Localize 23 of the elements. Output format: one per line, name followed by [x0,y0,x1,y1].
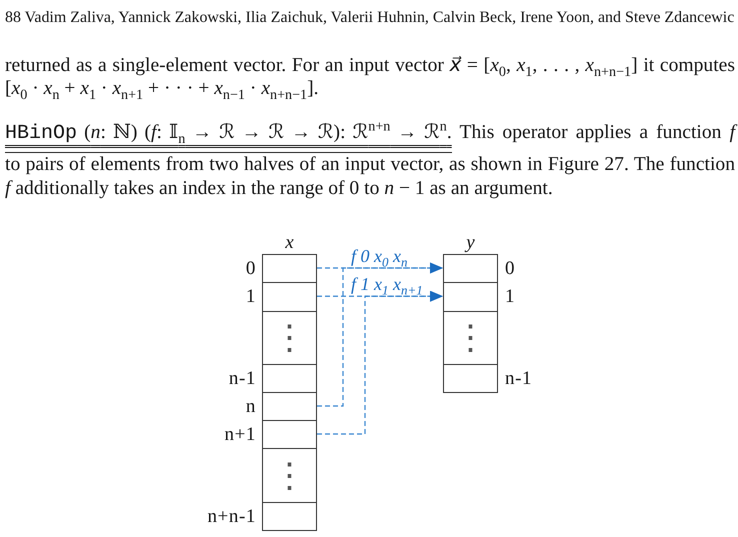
index-label: n+1 [224,424,256,445]
index-label: n-1 [505,368,532,389]
index-label: 1 [505,286,516,307]
paragraph: HBinOp (n: ℕ) (f: 𝕀$_{n}$ → ℛ → ℛ → ℛ): ℛ$^{n+n}$ → ℛ$^{n}$. This operator applies a function f to pairs of elements from two halves of an input vector, as shown in Figure 27. The function f additionally takes an index in the range of 0 to n − 1 as an argument. [5,121,735,200]
running-header: 88 Vadim Zaliva, Yannick Zakowski, Ilia Zaichuk, Valerii Huhnin, Calvin Beck, Irene Yoon, and Steve Zdancewic [5,8,734,28]
index-label: 0 [246,258,256,279]
index-label: 0 [505,258,516,279]
index-label: 1 [246,286,256,307]
array-cell [443,310,498,366]
index-label: n-1 [228,368,256,389]
array-cell [262,448,317,504]
index-label: n [246,396,256,417]
index-label: n+n-1 [207,506,256,527]
vector-name: x [285,233,294,252]
vertical-ellipsis: ⋮ [454,320,488,355]
dashed-arrow [317,262,443,407]
dashed-arrow [317,290,443,435]
paragraph: returned as a single-element vector. For an input vector x⃗ = [x$_{0}$, x$_{1}$, . . . , x$_{n+n−1}$] it computes [x$_{0}$ · x$_{n}$ + x$_{1}$ · x$_{n+1}$ + · · · + x$_{n−1}$ · x$_{n+n−1}$]. [5,54,735,100]
edge-label: f 0 x$_{0}$ x$_{n}$ [349,247,410,265]
vector-name: y [466,233,475,252]
array-cell [262,310,317,366]
vertical-ellipsis: ⋮ [272,458,306,493]
vertical-ellipsis: ⋮ [272,320,306,355]
